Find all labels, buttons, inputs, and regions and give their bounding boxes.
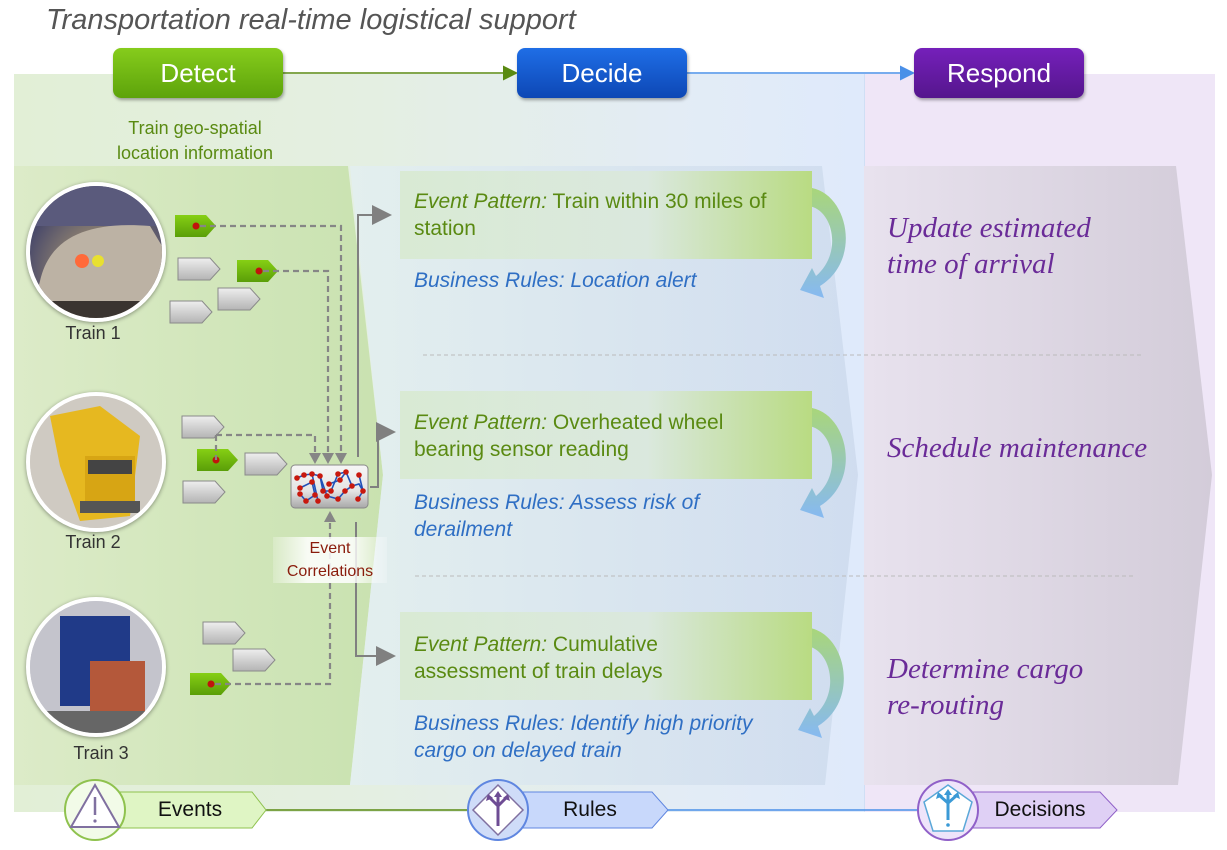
event-tag-gray	[169, 300, 213, 324]
event-tag-gray	[244, 452, 288, 476]
business-rule-text: Business Rules: Location alert	[414, 269, 697, 292]
train-2-image	[30, 396, 162, 528]
decisions-legend	[917, 779, 1118, 841]
event-pattern-text: assessment of train delays	[414, 660, 663, 683]
decision-text: Update estimated	[887, 212, 1091, 244]
decision-text: time of arrival	[887, 248, 1055, 280]
page-title: Transportation real-time logistical supp…	[46, 4, 576, 36]
respond-chevron	[864, 166, 1212, 785]
detect-subtitle-line2: location information	[116, 143, 274, 163]
curved-arrow-icon	[798, 628, 844, 738]
business-rule-text: cargo on delayed train	[414, 739, 622, 762]
decision-3: Determine cargo re-routing	[887, 651, 1083, 723]
event-pattern-text: Cumulative	[547, 633, 658, 656]
event-pattern-box-1	[400, 171, 812, 259]
decision-2: Schedule maintenance	[887, 430, 1147, 466]
decisions-legend-label: Decisions	[994, 798, 1086, 821]
business-rule-text: Business Rules: Identify high priority	[414, 712, 753, 735]
business-rule-3: Business Rules: Identify high priority c…	[414, 710, 814, 764]
business-rule-text: Business Rules: Assess risk of	[414, 491, 700, 514]
rules-legend-label: Rules	[563, 798, 617, 821]
train-1-photo	[26, 182, 166, 322]
event-pattern-box-2	[400, 391, 812, 479]
decide-phase-button[interactable]: Decide	[517, 48, 687, 98]
events-legend-label: Events	[157, 798, 223, 821]
event-tag-green	[190, 673, 231, 695]
event-tag-gray	[217, 287, 261, 311]
decision-text: re-routing	[887, 689, 1005, 721]
event-tag-green	[175, 215, 216, 237]
train-3-image	[30, 601, 162, 733]
event-tag-gray	[232, 648, 276, 672]
event-pattern-label: Event Pattern:	[414, 633, 548, 656]
decision-text: Determine cargo	[887, 653, 1084, 685]
event-correlation-engine	[290, 464, 369, 509]
event-tag-gray	[181, 415, 225, 439]
train-3-photo	[26, 597, 166, 737]
train-2-label: Train 2	[65, 532, 121, 552]
connector-arrowheads	[309, 453, 347, 522]
event-tag-gray	[202, 621, 246, 645]
event-pattern-text: bearing sensor reading	[414, 438, 629, 461]
detect-subtitle: Train geo-spatial location information	[90, 116, 300, 166]
event-correlations-label: Event Correlations	[273, 537, 387, 583]
train-2-photo	[26, 392, 166, 532]
train-1-label: Train 1	[65, 323, 121, 343]
respond-phase-button[interactable]: Respond	[914, 48, 1084, 98]
event-correlations-line1: Event	[309, 540, 351, 557]
event-pattern-label: Event Pattern:	[414, 190, 548, 213]
business-rule-1: Business Rules: Location alert	[414, 267, 814, 294]
event-pattern-text: station	[414, 217, 476, 240]
decision-text: Schedule maintenance	[887, 432, 1148, 464]
events-legend	[64, 779, 267, 841]
detect-subtitle-line1: Train geo-spatial	[128, 118, 262, 138]
event-correlations-line2: Correlations	[286, 563, 374, 580]
event-tag-gray	[182, 480, 226, 504]
train-1-image	[30, 186, 162, 318]
event-pattern-2: Event Pattern: Overheated wheel bearing …	[414, 409, 814, 463]
rules-legend	[467, 779, 669, 841]
business-rule-2: Business Rules: Assess risk of derailmen…	[414, 489, 814, 543]
event-pattern-text: Train within 30 miles of	[547, 190, 767, 213]
event-pattern-1: Event Pattern: Train within 30 miles of …	[414, 188, 814, 242]
curved-arrow-icon	[800, 188, 846, 298]
event-tag-gray	[177, 257, 221, 281]
event-pattern-box-3	[400, 612, 812, 700]
event-pattern-label: Event Pattern:	[414, 411, 548, 434]
event-pattern-text: Overheated wheel	[547, 411, 724, 434]
decision-1: Update estimated time of arrival	[887, 210, 1091, 282]
event-pattern-3: Event Pattern: Cumulative assessment of …	[414, 631, 814, 685]
event-tag-green	[237, 260, 278, 282]
detect-phase-button[interactable]: Detect	[113, 48, 283, 98]
business-rule-text: derailment	[414, 518, 513, 541]
train-3-label: Train 3	[73, 743, 129, 763]
curved-arrow-icon	[800, 408, 846, 518]
